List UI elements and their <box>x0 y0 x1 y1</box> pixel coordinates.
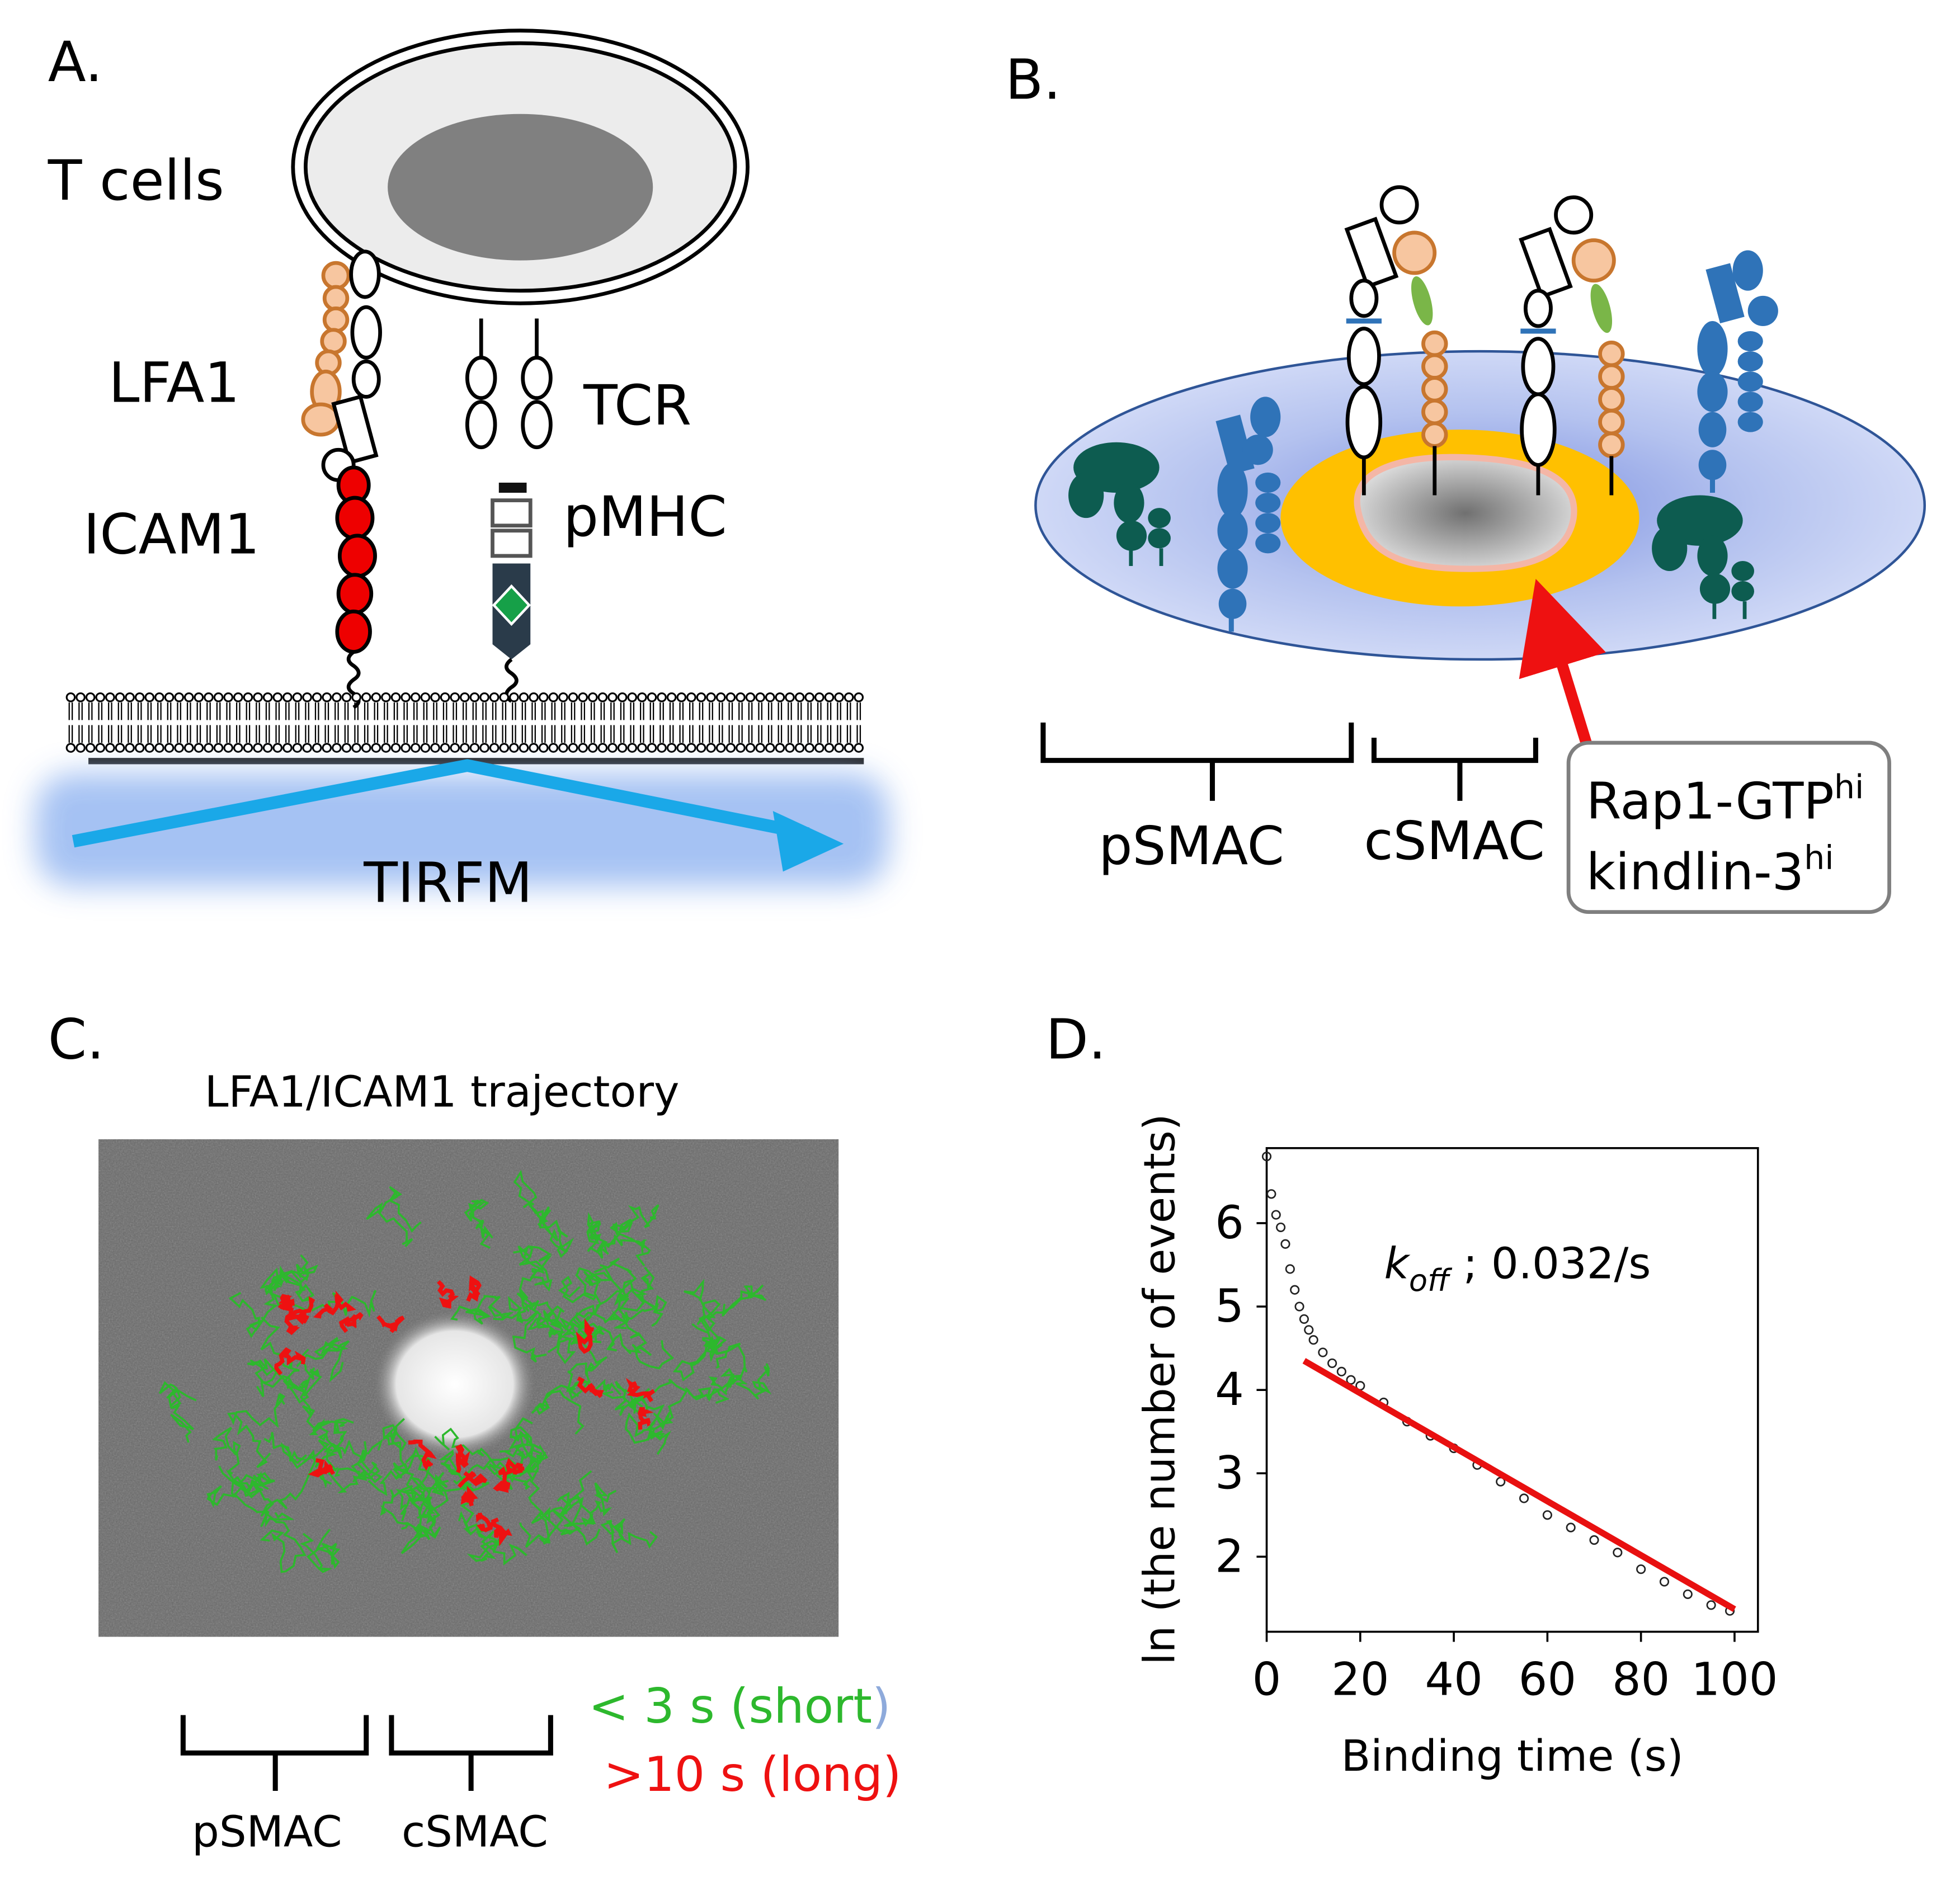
data-point <box>1519 1493 1529 1503</box>
tcr-label: TCR <box>583 374 691 438</box>
data-point <box>1318 1347 1328 1357</box>
data-point <box>1276 1222 1286 1232</box>
data-point <box>1271 1210 1281 1220</box>
y-tick-label: 5 <box>1215 1280 1244 1333</box>
trajectory-micrograph <box>98 1139 839 1637</box>
x-axis-label: Binding time (s) <box>1341 1732 1684 1781</box>
data-point <box>1566 1522 1576 1532</box>
long-trajectories <box>274 1275 656 1546</box>
lipid-bilayer <box>65 692 864 753</box>
panel-b-letter: B. <box>1005 48 1061 112</box>
panel-c: C. LFA1/ICAM1 trajectory pSMAC cSMAC < 3… <box>48 1007 902 1857</box>
t-cells-label: T cells <box>48 149 224 213</box>
tcr-molecule <box>465 318 553 450</box>
data-point <box>1280 1239 1290 1249</box>
panel-b: B. <box>1005 48 1926 914</box>
csmac-label-b: cSMAC <box>1364 810 1545 872</box>
data-point <box>1613 1548 1623 1558</box>
data-point <box>1290 1285 1300 1295</box>
data-point <box>1683 1589 1693 1599</box>
t-cell <box>291 29 750 305</box>
legend-long: >10 s (long) <box>604 1747 901 1803</box>
plot-frame <box>1265 1147 1759 1633</box>
data-point <box>1304 1325 1314 1335</box>
data-point <box>1285 1264 1295 1274</box>
icam1-label: ICAM1 <box>83 502 260 567</box>
csmac-bracket-c <box>389 1715 553 1791</box>
x-tick-label: 80 <box>1612 1653 1670 1706</box>
data-point <box>1299 1314 1309 1324</box>
integrin-bent-left <box>1068 442 1171 566</box>
data-point <box>1542 1510 1552 1520</box>
x-tick-label: 100 <box>1691 1653 1778 1706</box>
callout-line-2: kindlin-3hi <box>1586 839 1834 902</box>
legend-short: < 3 s (short) <box>588 1678 891 1734</box>
csmac-label-c: cSMAC <box>402 1807 548 1857</box>
csmac-bracket-b <box>1371 738 1538 801</box>
data-point <box>1636 1564 1646 1574</box>
x-tick-label: 20 <box>1331 1653 1389 1706</box>
y-tick-label: 6 <box>1215 1197 1244 1249</box>
data-point <box>1589 1535 1599 1545</box>
panel-c-letter: C. <box>48 1007 105 1072</box>
psmac-bracket-c <box>180 1715 369 1791</box>
data-point <box>1266 1189 1276 1199</box>
panel-a: A. T cells LFA1 <box>35 29 889 916</box>
x-tick-label: 40 <box>1425 1653 1482 1706</box>
y-axis-label: ln (the number of events) <box>1136 1114 1185 1665</box>
data-point <box>1308 1335 1318 1345</box>
short-trajectories <box>158 1169 772 1573</box>
data-point <box>1346 1375 1356 1385</box>
data-point <box>1336 1366 1346 1376</box>
rap1-kindlin-callout <box>1566 741 1891 914</box>
fit-line <box>1302 1358 1736 1612</box>
lfa1-icam1-pair-right <box>1519 195 1625 496</box>
pmhc-label: pMHC <box>563 485 727 549</box>
psmac-bracket-b <box>1040 722 1354 801</box>
callout-line-1: Rap1-GTPhi <box>1586 768 1864 831</box>
tirfm-label: TIRFM <box>363 851 533 916</box>
csmac-arrow <box>1519 578 1606 745</box>
lfa1-label: LFA1 <box>109 351 240 415</box>
lfa1-molecule <box>301 249 382 465</box>
data-point <box>1659 1577 1670 1587</box>
data-point <box>1327 1358 1337 1369</box>
x-tick-label: 60 <box>1519 1653 1576 1706</box>
y-tick-label: 2 <box>1215 1530 1244 1583</box>
psmac-label-c: pSMAC <box>192 1807 342 1857</box>
psmac-label-b: pSMAC <box>1099 815 1284 877</box>
data-point <box>1706 1600 1716 1610</box>
tirfm-beam <box>35 759 889 887</box>
panel-a-letter: A. <box>48 30 103 95</box>
csmac-core <box>1354 454 1577 572</box>
y-tick-label: 3 <box>1215 1447 1244 1499</box>
panel-d-letter: D. <box>1045 1007 1106 1072</box>
integrin-extended-right <box>1697 250 1778 493</box>
integrin-extended-left <box>1215 397 1281 632</box>
icam1-molecule <box>321 447 377 709</box>
panel-c-title: LFA1/ICAM1 trajectory <box>205 1067 680 1117</box>
pmhc-molecule <box>491 482 533 703</box>
integrin-bent-right <box>1652 495 1754 619</box>
lfa1-icam1-pair-left <box>1344 185 1448 496</box>
t-cell-nucleus <box>388 114 653 261</box>
koff-annotation: koff ; 0.032/s <box>1384 1239 1651 1298</box>
x-tick-label: 0 <box>1252 1653 1281 1706</box>
data-point <box>1294 1301 1304 1312</box>
y-tick-label: 4 <box>1215 1364 1244 1416</box>
data-point <box>1261 1152 1272 1162</box>
